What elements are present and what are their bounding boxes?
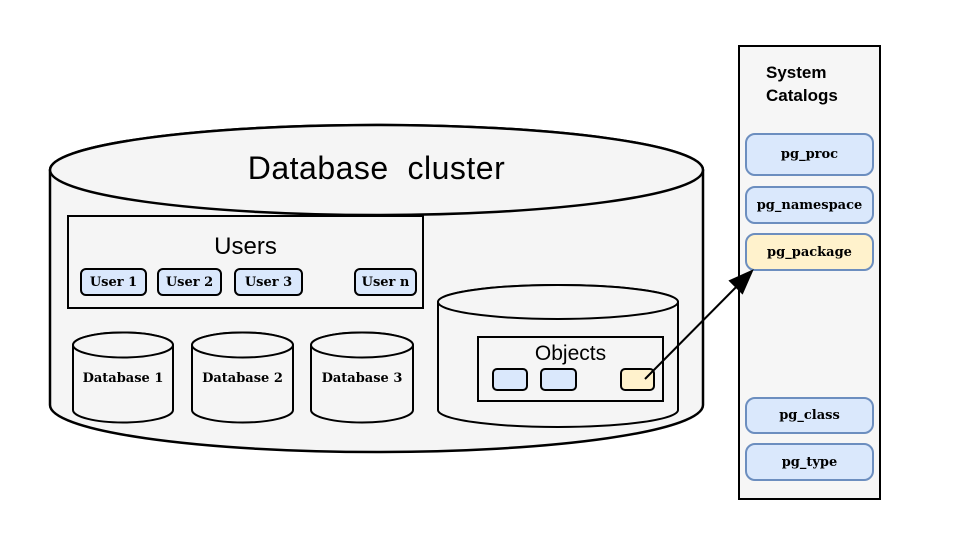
user-n-node: User n: [354, 268, 417, 296]
user-3-node: User 3: [234, 268, 303, 296]
object-node-2: [540, 368, 577, 391]
user-2-node: User 2: [157, 268, 222, 296]
database-1-label: Database 1: [82, 370, 164, 386]
system-catalogs-title: System Catalogs: [766, 61, 876, 107]
database-3-cylinder: [310, 331, 414, 424]
object-node-1: [492, 368, 528, 391]
system-catalogs-panel: System Catalogs pg_proc pg_namespace pg_…: [738, 45, 881, 500]
pg-type-node: pg_type: [745, 443, 874, 481]
database-1-cylinder: [72, 331, 174, 424]
database-2-cylinder: [191, 331, 294, 424]
pg-namespace-node: pg_namespace: [745, 186, 874, 224]
cluster-title: Database cluster: [247, 149, 506, 186]
objects-panel: Objects: [477, 336, 664, 402]
pg-class-node: pg_class: [745, 397, 874, 434]
pg-package-node: pg_package: [745, 233, 874, 271]
system-catalogs-title-line1: System: [766, 63, 827, 82]
pg-proc-node: pg_proc: [745, 133, 874, 176]
objects-title: Objects: [534, 342, 607, 365]
package-object-node: [620, 368, 655, 391]
user-1-node: User 1: [80, 268, 147, 296]
database-3-label: Database 3: [321, 370, 403, 386]
objects-cylinder: [437, 284, 679, 428]
database-2-label: Database 2: [202, 370, 283, 386]
system-catalogs-title-line2: Catalogs: [766, 86, 838, 105]
users-title: Users: [214, 233, 277, 260]
users-panel: Users User 1 User 2 User 3 User n: [67, 215, 424, 309]
